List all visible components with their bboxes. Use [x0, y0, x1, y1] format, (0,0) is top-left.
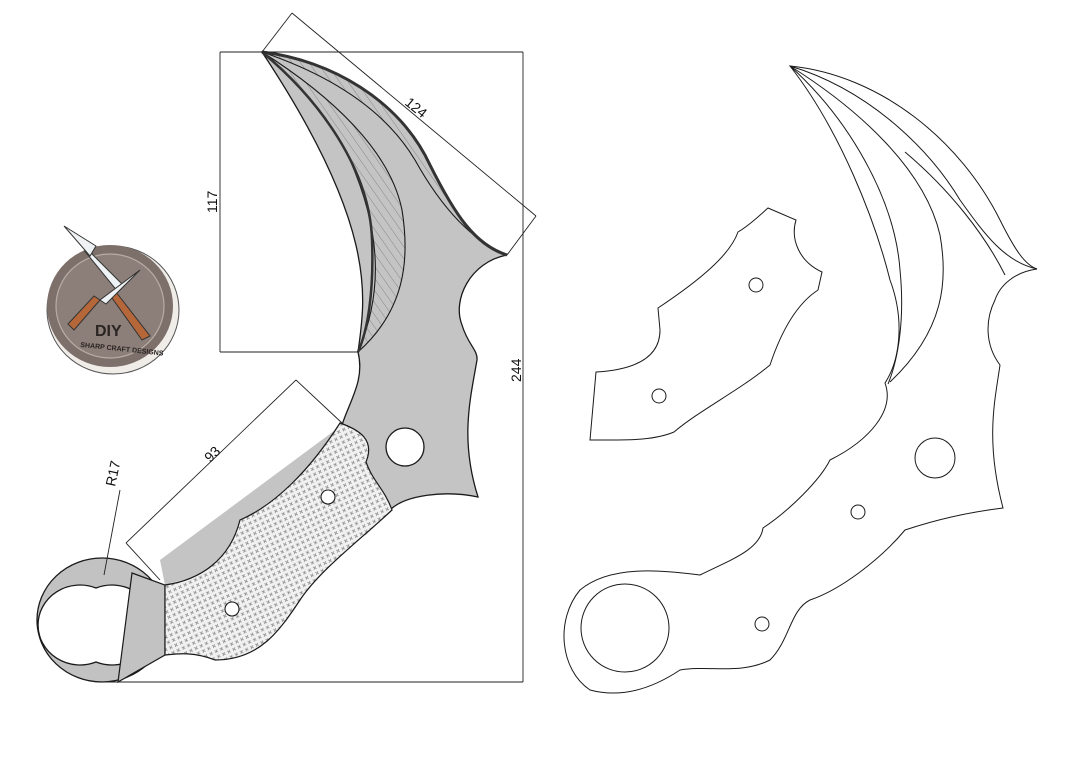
- outline-edge-line: [789, 65, 1038, 270]
- dimensioned-karambit: 117 124 244 93 R17: [36, 12, 537, 684]
- handle-scale: [164, 422, 393, 661]
- dim-total-height: 244: [508, 358, 524, 382]
- diy-logo: DIY SHARP CRAFT DESIGNS: [46, 225, 180, 375]
- logo-text: DIY: [95, 323, 122, 340]
- outline-lanyard-hole: [914, 437, 956, 479]
- outline-grind-line: [904, 151, 1006, 276]
- spine-line: [261, 51, 374, 353]
- dim-handle-length: 93: [201, 443, 223, 465]
- logo-blade-tip: [63, 225, 97, 257]
- lanyard-hole: [385, 427, 425, 467]
- dim-blade-height: 117: [204, 190, 220, 213]
- pin-hole-lower: [224, 601, 240, 617]
- outline-bevel-mid: [789, 65, 944, 383]
- outline-ring-hole: [580, 583, 670, 673]
- outline-pin-hole-upper: [850, 504, 866, 520]
- outline-pin-hole-lower: [754, 616, 770, 632]
- cutting-edge: [261, 50, 508, 257]
- dim-ring-radius: R17: [102, 459, 123, 488]
- scale-hole-lower: [651, 388, 667, 404]
- ring-neck: [117, 572, 166, 684]
- pin-hole-upper: [320, 489, 336, 505]
- dimension-lines: [102, 12, 537, 683]
- scale-hole-upper: [748, 277, 764, 293]
- crossed-knives-icon: [65, 245, 151, 341]
- karambit-outline: [563, 65, 1038, 694]
- scale-template: [589, 207, 823, 441]
- dim-edge-length: 124: [402, 94, 430, 121]
- outline-templates: [563, 65, 1038, 694]
- outline-bevel-inner: [789, 65, 903, 385]
